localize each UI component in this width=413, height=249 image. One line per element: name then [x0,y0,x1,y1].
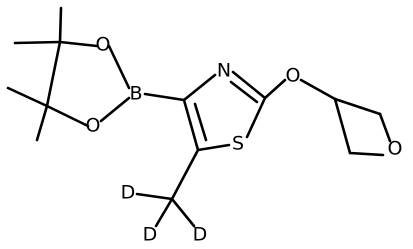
deuterium-label-bottom-left: D [143,224,158,246]
bond-sulfur-to-c5 [196,143,231,152]
bond-c2-to-ether-oxygen [263,78,287,100]
bond-cd3-to-deuterium-2 [154,197,174,228]
bond-oxetane-oxygen-to-bottom [348,151,385,157]
methyl-lower-left [6,86,49,108]
bond-boron-to-oxygen-bottom [99,96,131,123]
atom-labels: B O O N S O O D D D [86,34,403,246]
deuterium-label-left: D [121,182,136,204]
nitrogen-label-thiazole: N [217,60,231,82]
bond-oxygen-top-to-boron [107,44,131,90]
oxygen-label-ether: O [286,65,301,87]
bond-nitrogen-to-c2-double [229,80,259,104]
methyl-lower-bottom [35,104,49,142]
bond-oxygen-bottom-to-lower-quaternary-carbon [45,104,90,128]
oxetane-ether-linkage [263,78,337,101]
methyl-upper-left [13,40,62,45]
boron-label: B [129,83,142,105]
bond-cd3-to-deuterium-1 [135,192,174,201]
sulfur-label-thiazole: S [232,133,244,155]
bond-oxetane-right-to-oxygen [378,112,392,143]
oxygen-label-dioxaborolane-top: O [96,34,111,56]
oxetane-ring [333,97,392,157]
dioxaborolane-ring [45,40,131,128]
bond-nitrogen-to-c2 [231,70,267,100]
bond-quaternary-carbons [45,40,62,108]
bond-oxetane-bottom-to-top [333,97,352,155]
tetramethyl-groups [6,6,63,142]
bond-c5-to-c4-double [193,102,208,142]
deuterium-label-bottom-right: D [193,224,208,246]
bond-c4-to-nitrogen [182,73,217,102]
bond-ether-oxygen-to-oxetane [299,78,337,101]
bond-c2-to-sulfur [245,96,267,139]
bond-c5-to-c4 [182,98,200,152]
bond-upper-quaternary-carbon-to-oxygen-top [58,40,99,48]
bond-c5-to-cd3-carbon [170,148,200,201]
bond-boron-to-thiazole [143,92,186,102]
thiazole-ring [182,70,267,152]
bond-cd3-to-deuterium-3 [170,197,196,228]
oxygen-label-dioxaborolane-bottom: O [86,115,101,137]
trideuteriomethyl-group [135,148,200,228]
methyl-upper-top [58,6,63,44]
oxygen-label-oxetane: O [388,138,403,160]
bond-oxetane-top-to-right [333,97,382,116]
